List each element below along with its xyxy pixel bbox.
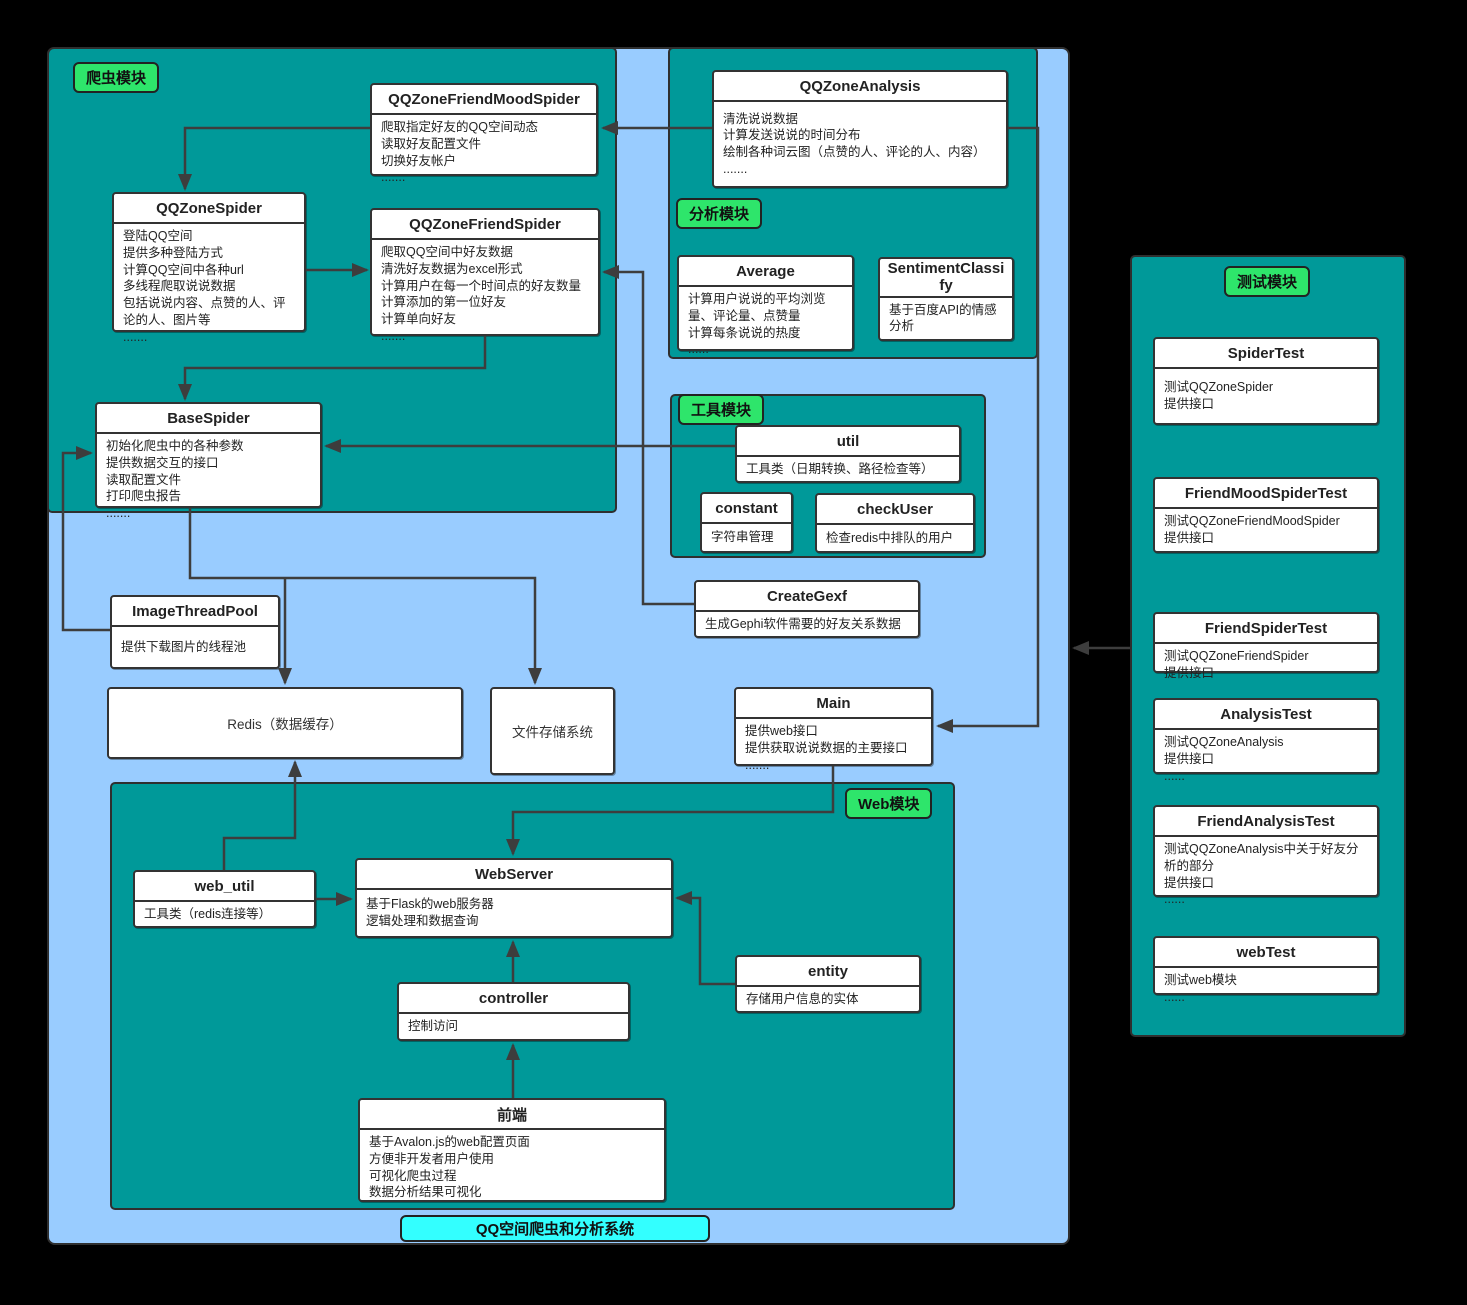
class-title: BaseSpider [97, 404, 320, 434]
class-box-creategexf: CreateGexf 生成Gephi软件需要的好友关系数据 [694, 580, 920, 638]
system-title-badge: QQ空间爬虫和分析系统 [400, 1215, 710, 1242]
label-web-module: Web模块 [845, 788, 933, 819]
class-title: SentimentClassify [880, 259, 1012, 298]
class-box-qqzonefriendspider: QQZoneFriendSpider 爬取QQ空间中好友数据清洗好友数据为exc… [370, 208, 600, 343]
class-body: 提供下载图片的线程池 [121, 639, 247, 654]
class-title: QQZoneAnalysis [714, 72, 1006, 102]
class-title: FriendMoodSpiderTest [1155, 479, 1377, 509]
class-box-constant: constant 字符串管理 [700, 492, 793, 553]
class-box-sentimentclassify: SentimentClassify 基于百度API的情感分析 [878, 257, 1014, 341]
class-box-main: Main 提供web接口提供获取说说数据的主要接口....... [734, 687, 933, 772]
class-title: FriendSpiderTest [1155, 614, 1377, 644]
class-body: 爬取QQ空间中好友数据清洗好友数据为excel形式计算用户在每一个时间点的好友数… [381, 245, 582, 343]
label-analysis-module: 分析模块 [676, 198, 763, 229]
class-body: 工具类（日期转换、路径检查等） [746, 462, 934, 476]
class-body: 存储用户信息的实体 [746, 992, 859, 1006]
class-body: 基于Flask的web服务器逻辑处理和数据查询 [366, 897, 494, 928]
class-title: 前端 [360, 1100, 664, 1130]
class-box-controller: controller 控制访问 [397, 982, 630, 1041]
class-title: controller [399, 984, 628, 1014]
label-tools-module: 工具模块 [678, 394, 765, 425]
class-body: 提供web接口提供获取说说数据的主要接口....... [745, 724, 908, 772]
class-title: web_util [135, 872, 314, 902]
class-box-average: Average 计算用户说说的平均浏览量、评论量、点赞量计算每条说说的热度...… [677, 255, 854, 356]
class-title: entity [737, 957, 919, 987]
class-title: WebServer [357, 860, 671, 890]
class-box-basespider: BaseSpider 初始化爬虫中的各种参数提供数据交互的接口读取配置文件打印爬… [95, 402, 322, 520]
class-title: Average [679, 257, 852, 287]
class-box-util: util 工具类（日期转换、路径检查等） [735, 425, 961, 483]
class-body: 清洗说说数据计算发送说说的时间分布绘制各种词云图（点赞的人、评论的人、内容）..… [723, 111, 986, 176]
class-body: 初始化爬虫中的各种参数提供数据交互的接口读取配置文件打印爬虫报告....... [106, 439, 244, 520]
class-title: AnalysisTest [1155, 700, 1377, 730]
class-body: 工具类（redis连接等） [144, 907, 272, 921]
class-body: 测试QQZoneAnalysis中关于好友分析的部分提供接口...... [1164, 842, 1359, 907]
class-title: CreateGexf [696, 582, 918, 612]
class-box-frontend: 前端 基于Avalon.js的web配置页面方便非开发者用户使用可视化爬虫过程数… [358, 1098, 666, 1202]
class-box-friendanalysistest: FriendAnalysisTest 测试QQZoneAnalysis中关于好友… [1153, 805, 1379, 906]
class-title: constant [702, 494, 791, 524]
class-title: checkUser [817, 495, 973, 525]
class-body: 计算用户说说的平均浏览量、评论量、点赞量计算每条说说的热度...... [688, 292, 826, 357]
class-title: QQZoneSpider [114, 194, 304, 224]
store-box-redis: Redis（数据缓存） [107, 687, 463, 759]
class-body: 基于Avalon.js的web配置页面方便非开发者用户使用可视化爬虫过程数据分析… [369, 1135, 530, 1200]
class-body: 基于百度API的情感分析 [889, 302, 997, 334]
class-body: 测试web模块...... [1164, 973, 1237, 1004]
class-title: SpiderTest [1155, 339, 1377, 369]
class-title: util [737, 427, 959, 457]
class-body: 生成Gephi软件需要的好友关系数据 [705, 617, 901, 631]
label-crawler-module: 爬虫模块 [73, 62, 160, 93]
class-body: 控制访问 [408, 1019, 459, 1034]
class-body: 检查redis中排队的用户 [826, 530, 954, 545]
class-box-webserver: WebServer 基于Flask的web服务器逻辑处理和数据查询 [355, 858, 673, 938]
class-title: ImageThreadPool [112, 597, 278, 627]
class-title: QQZoneFriendSpider [372, 210, 598, 240]
class-title: Main [736, 689, 931, 719]
class-body: 字符串管理 [711, 530, 774, 545]
store-box-file-storage: 文件存储系统 [490, 687, 615, 775]
class-box-web-util: web_util 工具类（redis连接等） [133, 870, 316, 928]
class-body: 爬取指定好友的QQ空间动态读取好友配置文件切换好友帐户....... [381, 120, 538, 185]
class-box-imagethreadpool: ImageThreadPool 提供下载图片的线程池 [110, 595, 280, 669]
class-box-checkuser: checkUser 检查redis中排队的用户 [815, 493, 975, 553]
class-title: webTest [1155, 938, 1377, 968]
class-title: FriendAnalysisTest [1155, 807, 1377, 837]
class-title: QQZoneFriendMoodSpider [372, 85, 596, 115]
class-box-webtest: webTest 测试web模块...... [1153, 936, 1379, 1004]
label-test-module: 测试模块 [1224, 266, 1311, 297]
class-box-entity: entity 存储用户信息的实体 [735, 955, 921, 1013]
class-box-qqzoneanalysis: QQZoneAnalysis 清洗说说数据计算发送说说的时间分布绘制各种词云图（… [712, 70, 1008, 188]
class-box-friendmoodspidertest: FriendMoodSpiderTest 测试QQZoneFriendMoodS… [1153, 477, 1379, 553]
class-box-qqzonefriendmoodspider: QQZoneFriendMoodSpider 爬取指定好友的QQ空间动态读取好友… [370, 83, 598, 184]
